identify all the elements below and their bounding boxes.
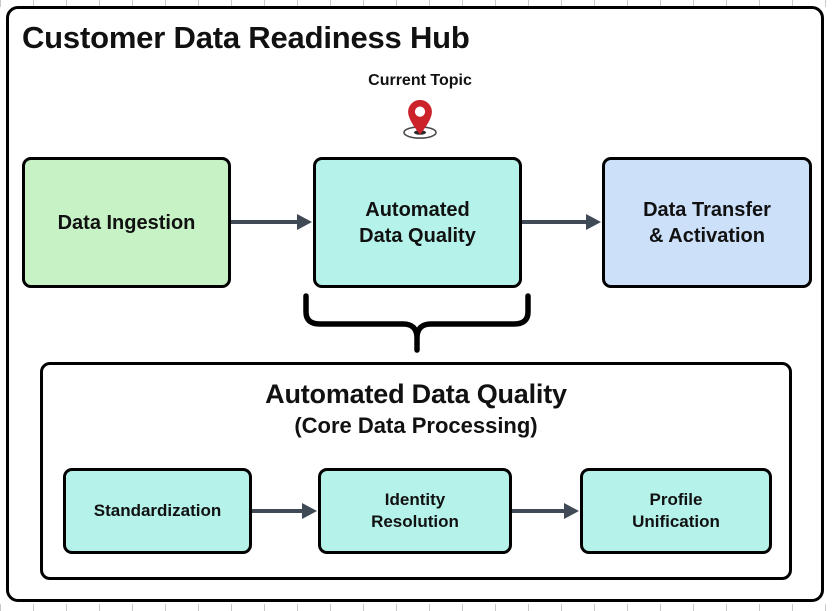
flow-node-label: Automated Data Quality <box>359 197 476 249</box>
detail-panel-title: Automated Data Quality <box>265 379 567 409</box>
arrow-head <box>564 503 579 519</box>
detail-arrow-identity-to-profile <box>512 501 580 521</box>
current-topic-marker: Current Topic <box>330 72 510 140</box>
detail-step-profile-unification[interactable]: Profile Unification <box>580 468 772 554</box>
flow-node-label: Data Ingestion <box>57 211 196 234</box>
flow-node-label: Data Transfer & Activation <box>643 197 771 249</box>
flow-node-label-line1: Data Transfer <box>643 198 771 221</box>
current-topic-label: Current Topic <box>368 72 472 89</box>
flow-node-label-line2: & Activation <box>649 224 765 247</box>
detail-step-identity-resolution[interactable]: Identity Resolution <box>318 468 512 554</box>
page-title: Customer Data Readiness Hub <box>22 20 470 55</box>
flow-arrow-ingestion-to-quality <box>231 212 313 232</box>
detail-step-label: Standardization <box>93 500 222 520</box>
detail-step-label: Profile Unification <box>632 489 720 533</box>
flow-node-label-line1: Automated <box>365 198 470 221</box>
detail-panel-subtitle: (Core Data Processing) <box>294 413 538 438</box>
arrow-shaft <box>231 220 299 224</box>
ruler-bottom <box>0 604 834 611</box>
arrow-shaft <box>522 220 588 224</box>
map-pin-icon <box>330 94 510 140</box>
arrow-head <box>297 214 312 230</box>
arrow-head <box>302 503 317 519</box>
curly-brace-connector <box>300 292 535 354</box>
arrow-shaft <box>512 509 566 513</box>
detail-step-label-line2: Unification <box>632 512 720 531</box>
flow-node-data-transfer-activation[interactable]: Data Transfer & Activation <box>602 157 812 288</box>
arrow-head <box>586 214 601 230</box>
detail-step-standardization[interactable]: Standardization <box>63 468 252 554</box>
detail-step-label-line2: Resolution <box>371 512 459 531</box>
detail-step-label-line1: Profile <box>649 489 703 509</box>
arrow-shaft <box>252 509 304 513</box>
flow-node-data-ingestion[interactable]: Data Ingestion <box>22 157 231 288</box>
detail-step-label-line1: Identity <box>384 489 446 509</box>
detail-step-label: Identity Resolution <box>371 489 459 533</box>
detail-arrow-standardization-to-identity <box>252 501 318 521</box>
flow-node-label-line2: Data Quality <box>359 224 476 247</box>
flow-node-automated-data-quality[interactable]: Automated Data Quality <box>313 157 522 288</box>
flow-arrow-quality-to-transfer <box>522 212 602 232</box>
